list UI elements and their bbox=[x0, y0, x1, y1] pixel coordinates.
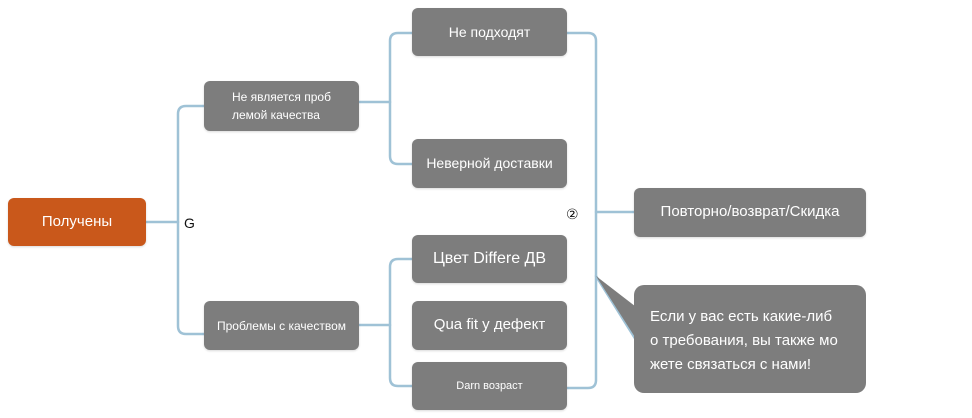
leaf-color-differ-label: Цвет Differe ДВ bbox=[432, 250, 547, 267]
leaf-quality-fit-defect[interactable]: Qua fit у дефект bbox=[412, 301, 567, 350]
callout-tail bbox=[596, 276, 640, 345]
branch-quality-problems-label: Проблемы с качеством bbox=[216, 318, 347, 333]
branch-quality-problems[interactable]: Проблемы с качеством bbox=[204, 301, 359, 350]
marker-two: ② bbox=[566, 206, 579, 222]
leaf-damage-age[interactable]: Darn возраст bbox=[412, 362, 567, 410]
root-label: Получены bbox=[41, 212, 113, 230]
callout-line1: Если у вас есть какие-либ bbox=[650, 308, 833, 325]
leaf-wrong-delivery[interactable]: Неверной доставки bbox=[412, 139, 567, 188]
outcome-label: Повторно/возврат/Скидка bbox=[660, 203, 840, 221]
root-node[interactable]: Получены bbox=[8, 198, 146, 246]
leaf-not-fit-label: Не подходят bbox=[448, 23, 531, 40]
junction-label: G bbox=[184, 215, 195, 231]
branch-not-quality-label-line2: лемой качества bbox=[232, 108, 320, 122]
leaf-not-fit[interactable]: Не подходят bbox=[412, 8, 567, 56]
branch-not-quality-label-line1: Не является проб bbox=[232, 90, 331, 104]
branch-not-quality[interactable]: Не является проб лемой качества bbox=[204, 81, 359, 131]
leaf-color-differ[interactable]: Цвет Differe ДВ bbox=[412, 235, 567, 283]
contact-callout: Если у вас есть какие-либ о требования, … bbox=[634, 285, 866, 393]
leaf-quality-fit-defect-label: Qua fit у дефект bbox=[433, 316, 546, 334]
outcome-node[interactable]: Повторно/возврат/Скидка bbox=[634, 188, 866, 237]
leaf-damage-age-label: Darn возраст bbox=[456, 379, 523, 392]
leaf-wrong-delivery-label: Неверной доставки bbox=[426, 155, 553, 171]
callout-line2: о требования, вы также мо bbox=[650, 332, 838, 349]
callout-line3: жете связаться с нами! bbox=[650, 356, 812, 373]
